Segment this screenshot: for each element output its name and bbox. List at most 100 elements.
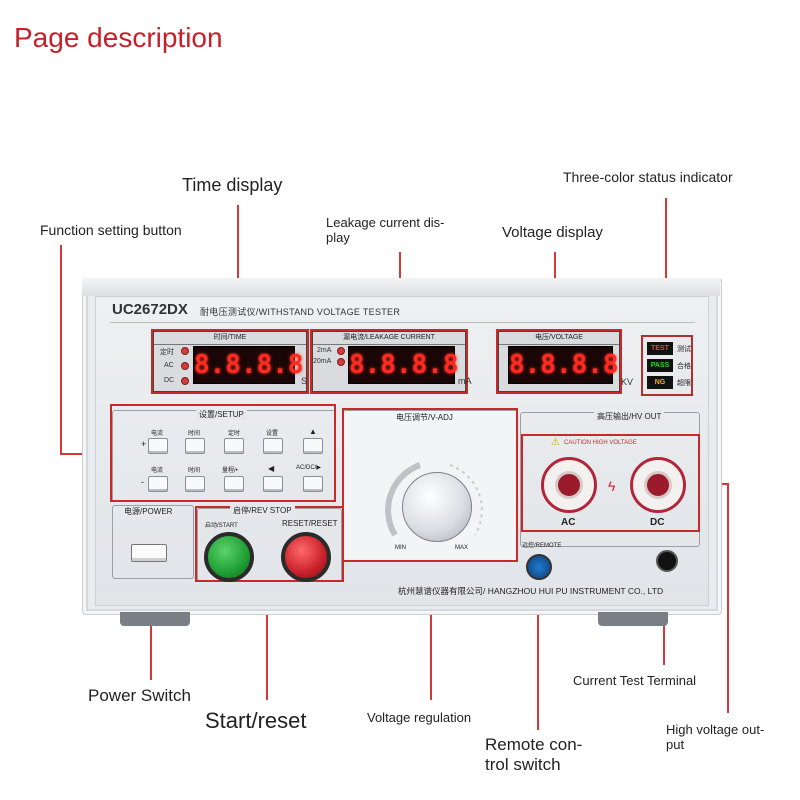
leakage-display-highlight: [310, 329, 468, 394]
time-up-button[interactable]: [185, 438, 205, 454]
voltage-unit: KV: [621, 377, 634, 387]
power-panel: [112, 505, 194, 579]
setup-highlight: [110, 404, 336, 502]
key-label-current-up: 电流: [151, 431, 164, 437]
voltage-display-highlight: [496, 329, 622, 394]
time-unit: S: [301, 376, 308, 386]
key-label-timer: 定时: [228, 431, 241, 437]
leakage-display-header: 漏电流/LEAKAGE CURRENT: [313, 332, 465, 345]
voltage-adjust-highlight: [342, 408, 518, 562]
status-ng-text: 超限: [677, 380, 691, 387]
start-label: 启动/START: [205, 523, 238, 529]
status-test-text: 测试: [677, 346, 691, 353]
device-foot-right: [598, 612, 668, 626]
timer-button[interactable]: [224, 438, 244, 454]
callout-hv-line2: put: [666, 736, 685, 752]
key-label-current-down: 电流: [151, 468, 164, 474]
vadj-title: 电压调节/V-ADJ: [393, 412, 456, 423]
current-test-terminal[interactable]: [656, 550, 678, 572]
callout-line-start: [266, 580, 268, 700]
voltage-adjust-knob[interactable]: [402, 472, 472, 542]
title-divider: [110, 322, 695, 323]
left-arrow-button[interactable]: [263, 476, 283, 492]
callout-function-setting: Function setting button: [40, 222, 182, 238]
vadj-min-label: MIN: [395, 545, 406, 551]
time-down-button[interactable]: [185, 476, 205, 492]
hv-output-highlight: [521, 434, 700, 532]
voltage-display-header: 电压/VOLTAGE: [499, 332, 619, 345]
status-indicator-panel: TEST 测试 PASS 合格 NG 超限: [641, 335, 693, 396]
key-label-setting: 设置: [266, 431, 279, 437]
time-display-highlight: [151, 329, 309, 394]
device-top-edge: [82, 278, 720, 296]
callout-line-remote: [537, 578, 539, 730]
status-pass-light: PASS: [647, 359, 673, 372]
company-name: 杭州慧谱仪器有限公司/ HANGZHOU HUI PU INSTRUMENT C…: [398, 586, 664, 596]
callout-voltage-display: Voltage display: [502, 224, 603, 241]
setup-side-minus: -: [141, 477, 144, 487]
time-indicator-dc: DC: [164, 377, 175, 384]
remote-control-socket[interactable]: [526, 554, 552, 580]
setting-button[interactable]: [263, 438, 283, 454]
timer-led-icon: [181, 347, 189, 355]
callout-line-hv: [727, 483, 729, 713]
device-foot-left: [120, 612, 190, 626]
acdc-button[interactable]: [303, 476, 323, 492]
callout-remote-switch: Remote con- trol switch: [485, 735, 582, 774]
key-label-range: 量程/•: [222, 468, 238, 474]
device-subtitle: 耐电压测试仪/WITHSTAND VOLTAGE TESTER: [200, 307, 401, 317]
caution-label: CAUTION HIGH VOLTAGE: [564, 440, 637, 446]
time-indicator-ac: AC: [164, 362, 174, 369]
power-title: 电源/POWER: [121, 506, 176, 517]
leakage-led-readout: 8.8.8.8: [348, 346, 459, 384]
callout-line-time: [237, 205, 239, 345]
dc-terminal-socket-icon: [644, 471, 672, 499]
dc-terminal[interactable]: [630, 457, 686, 513]
leakage-unit: mA: [458, 376, 472, 386]
leakage-range-20ma: 20mA: [313, 358, 332, 365]
callout-line-function: [60, 245, 62, 455]
key-label-time-down: 时间: [188, 468, 201, 474]
start-button[interactable]: [204, 532, 254, 582]
range-20ma-led-icon: [337, 358, 345, 366]
key-label-acdc: AC/DC/▶: [296, 465, 321, 471]
ac-led-icon: [181, 362, 189, 370]
reset-label: RESET/RESET: [282, 519, 338, 528]
vadj-max-label: MAX: [455, 545, 469, 551]
setup-side-plus: +: [141, 439, 147, 449]
callout-hv-line1: High voltage out-: [666, 722, 765, 737]
callout-remote-line1: Remote con-: [485, 735, 583, 754]
ac-terminal-socket-icon: [555, 471, 583, 499]
key-label-up: ▲: [309, 427, 317, 436]
dc-led-icon: [181, 377, 189, 385]
reset-button[interactable]: [281, 532, 331, 582]
callout-remote-line2: trol switch: [485, 754, 561, 774]
voltage-led-readout: 8.8.8.8: [508, 346, 619, 384]
hv-title: 高压输出/HV OUT: [594, 411, 665, 422]
callout-line-vreg: [430, 560, 432, 700]
callout-leakage-display: Leakage current dis- play: [326, 215, 445, 246]
leakage-range-2ma: 2mA: [317, 347, 332, 354]
callout-current-test-terminal: Current Test Terminal: [573, 673, 697, 688]
range-2ma-led-icon: [337, 347, 345, 355]
status-pass-text: 合格: [677, 363, 691, 370]
power-switch[interactable]: [131, 544, 167, 562]
callout-hv-output: High voltage out- put: [666, 722, 765, 753]
key-label-left: ◀: [268, 464, 275, 473]
range-button[interactable]: [224, 476, 244, 492]
callout-leakage-line2: play: [326, 229, 350, 245]
status-ng-light: NG: [647, 376, 673, 389]
callout-status-indicator: Three-color status indicator: [563, 169, 733, 185]
ac-terminal[interactable]: [541, 457, 597, 513]
up-arrow-button[interactable]: [303, 438, 323, 454]
ac-label: AC: [561, 517, 576, 528]
callout-start-reset: Start/reset: [205, 708, 307, 733]
current-down-button[interactable]: [148, 476, 168, 492]
knob-scale-arc: [385, 462, 483, 537]
page-title: Page description: [14, 22, 223, 53]
current-up-button[interactable]: [148, 438, 168, 454]
time-led-readout: 8.8.8.8: [193, 346, 304, 384]
callout-power-switch: Power Switch: [88, 686, 191, 705]
time-indicator-timer: 定时: [160, 349, 174, 356]
key-label-time-up: 时间: [188, 431, 201, 437]
